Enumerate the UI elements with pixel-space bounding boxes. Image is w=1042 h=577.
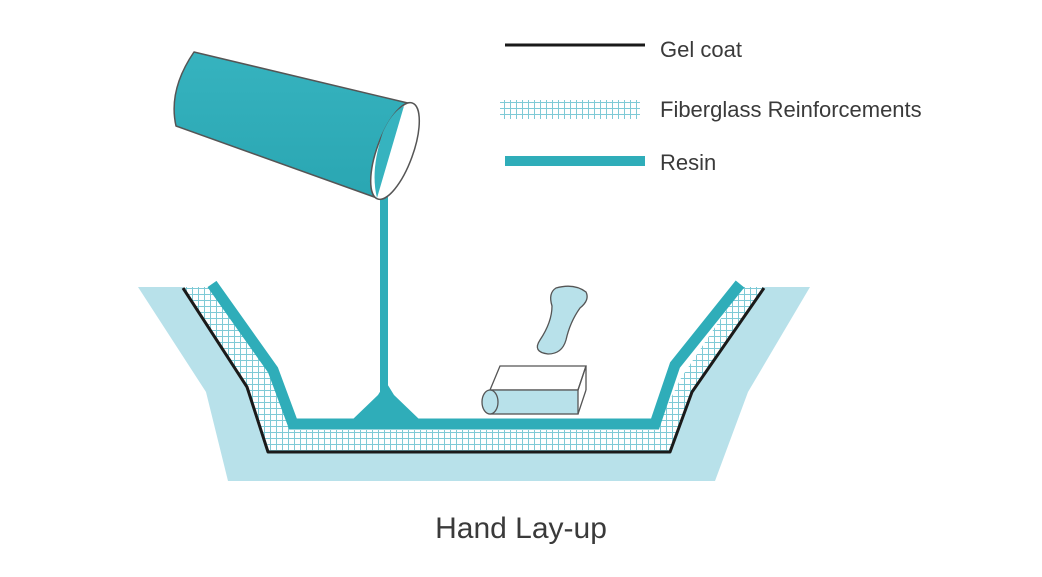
legend-label-fiberglass: Fiberglass Reinforcements <box>660 97 922 122</box>
roller-tool <box>481 285 588 415</box>
legend-label-resin: Resin <box>660 150 717 175</box>
legend-swatch-resin <box>505 156 645 166</box>
resin-layer <box>207 280 745 430</box>
pouring-bucket <box>173 51 421 201</box>
legend-swatch-fiberglass <box>500 100 640 119</box>
resin-puddle <box>352 382 420 420</box>
legend-label-gel-coat: Gel coat <box>660 37 742 62</box>
gel-coat-line <box>181 287 766 454</box>
resin-stream <box>380 196 388 396</box>
diagram-caption: Hand Lay-up <box>435 512 607 545</box>
